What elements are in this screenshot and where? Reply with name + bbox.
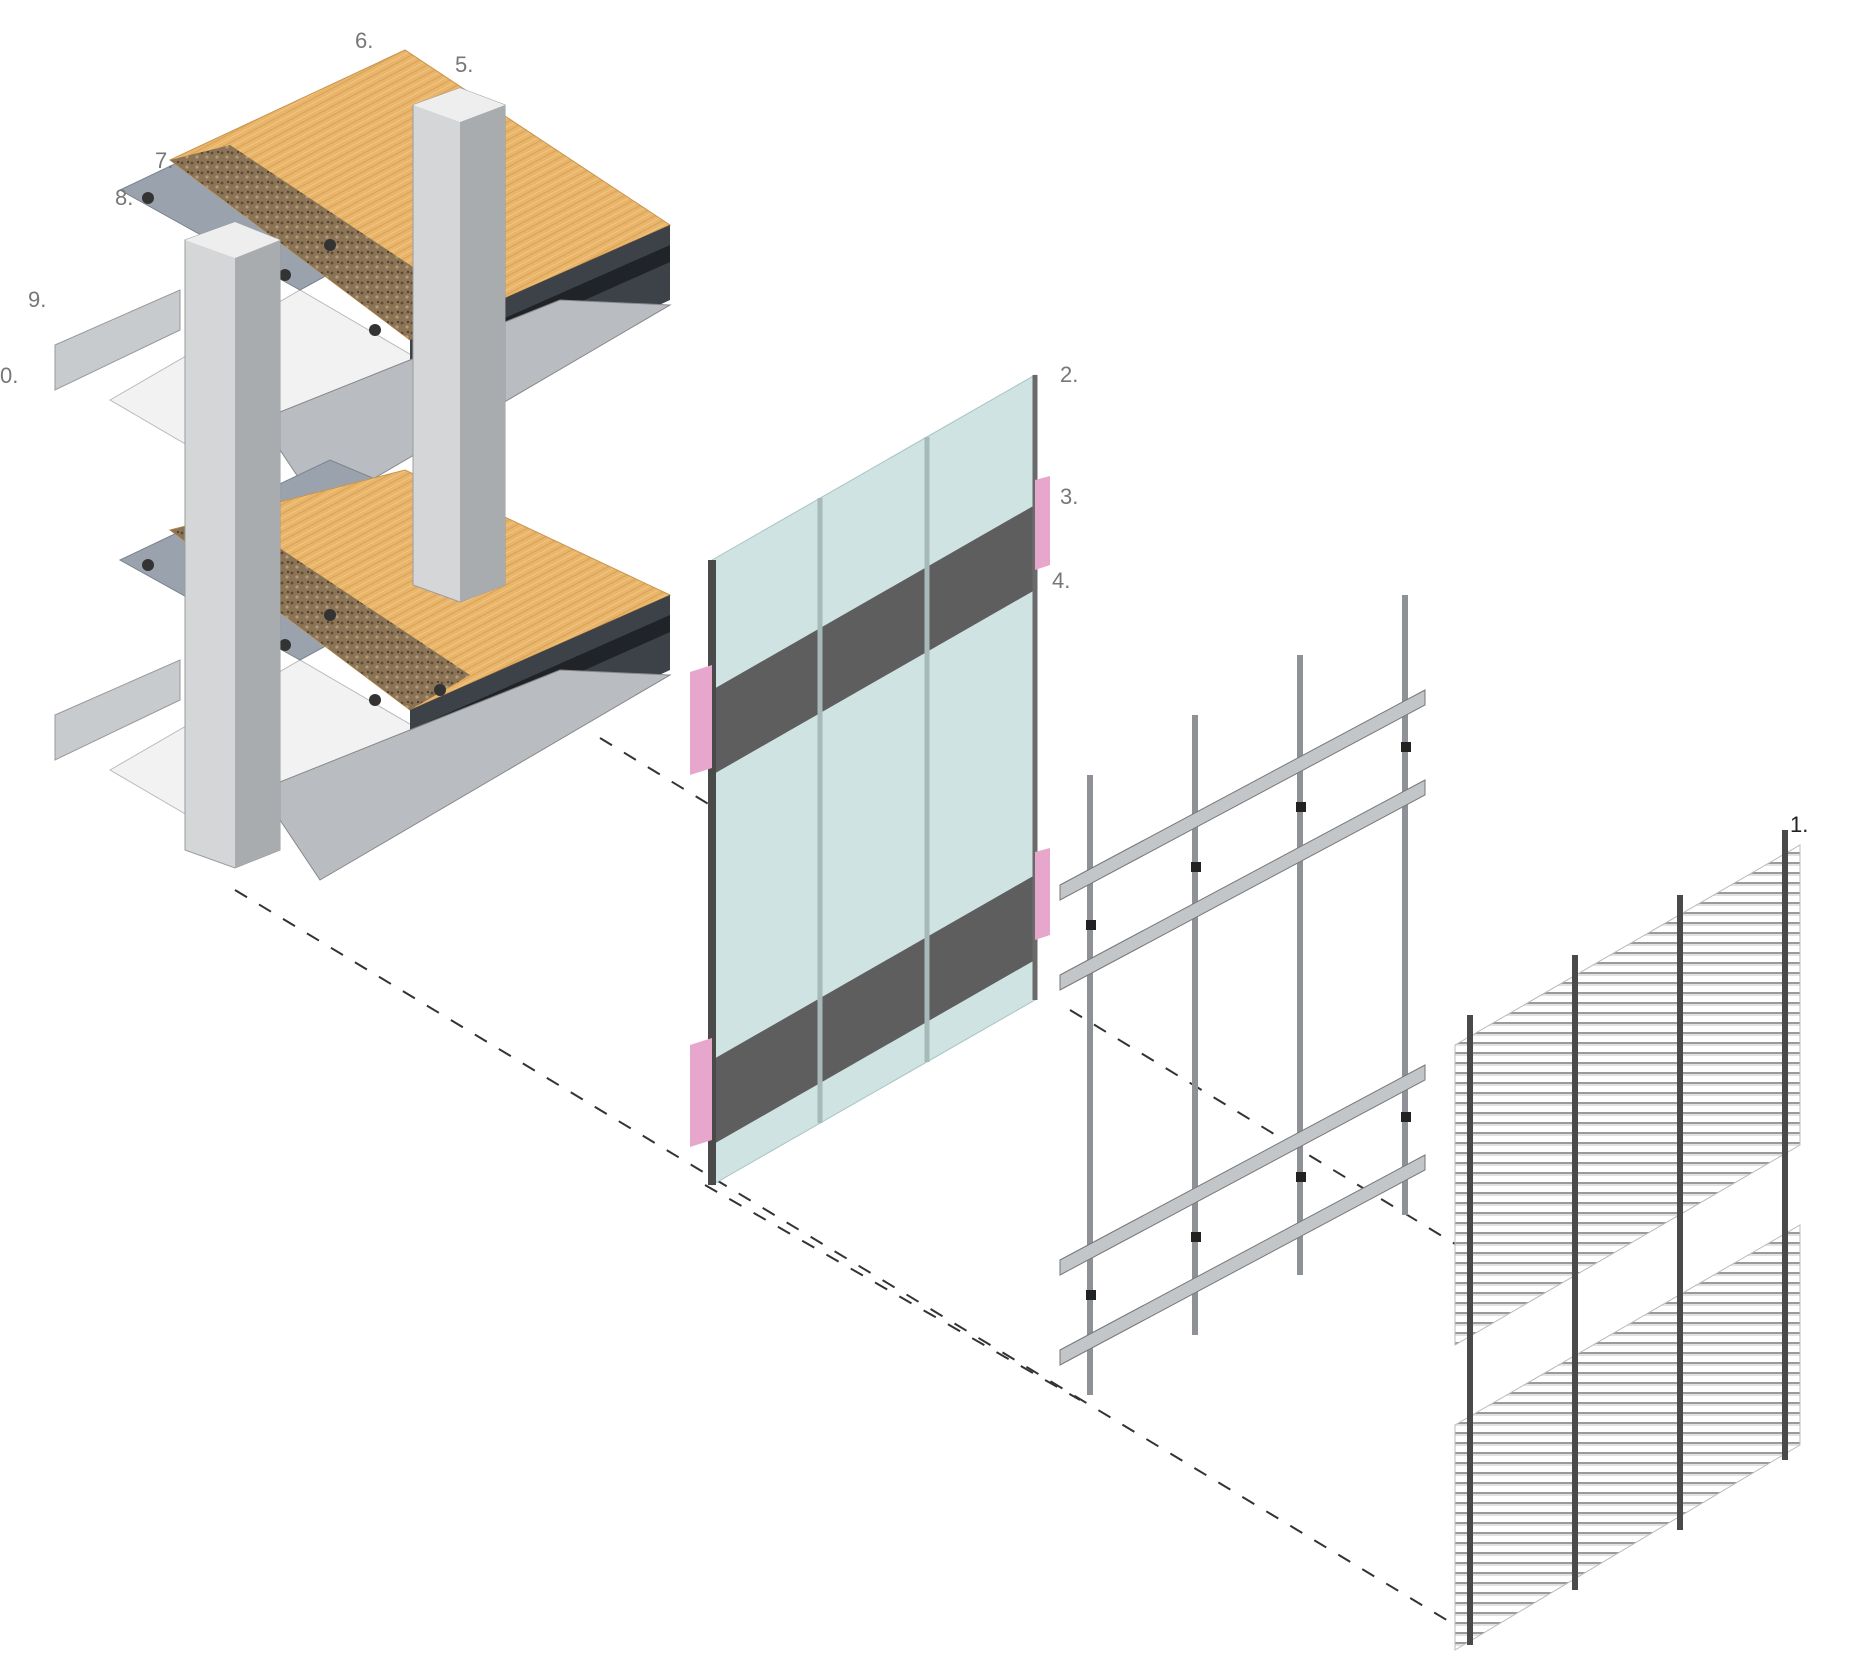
subframe-brackets xyxy=(1086,742,1411,1300)
callout-4: 4. xyxy=(1052,568,1071,593)
lower-floor-level xyxy=(54,459,672,881)
upper-gravel-layer xyxy=(170,145,470,340)
projection-line-slab xyxy=(599,737,716,809)
steel-column-front xyxy=(184,221,281,869)
rail-2 xyxy=(1059,779,1426,991)
insulation-pad-4 xyxy=(1035,848,1050,940)
callout-8: 8. xyxy=(115,185,134,210)
lower-steel-beam xyxy=(259,669,672,881)
callout-9: 9. xyxy=(28,287,47,312)
floor-structure-assembly xyxy=(54,49,672,881)
spandrel-panel-upper xyxy=(712,505,1035,775)
callout-1: 1. xyxy=(1790,812,1809,837)
callout-5: 5. xyxy=(455,52,474,77)
louvre-panel-upper xyxy=(1454,844,1801,1346)
insulation-pad-3 xyxy=(1035,476,1050,570)
callout-6: 6. xyxy=(355,28,374,53)
insulation-pad-1 xyxy=(690,665,712,775)
callout-7: 7. xyxy=(155,148,174,173)
insulation-pad-2 xyxy=(690,1038,712,1147)
rail-4 xyxy=(1059,1154,1426,1366)
upper-side-beam xyxy=(54,289,181,391)
projection-line-bottom xyxy=(234,889,1456,1626)
projection-line-curtain xyxy=(704,1184,1081,1401)
subframe-posts xyxy=(1087,595,1408,1395)
upper-floor-level xyxy=(54,49,672,511)
subframe-rails xyxy=(1059,689,1426,1366)
curtain-wall-panel xyxy=(690,374,1050,1186)
callout-2: 2. xyxy=(1060,362,1079,387)
spandrel-panel-lower xyxy=(712,875,1035,1145)
louvre-mullions xyxy=(1467,830,1788,1645)
facade-subframe xyxy=(1059,595,1426,1395)
louvre-screen xyxy=(1454,830,1801,1651)
lower-side-beam xyxy=(54,659,181,761)
callout-10: 0. xyxy=(0,363,19,388)
rail-3 xyxy=(1059,1064,1426,1276)
projection-line-mid xyxy=(1069,1009,1466,1251)
callout-3: 3. xyxy=(1060,484,1079,509)
curtain-wall-mullions xyxy=(817,437,930,1123)
steel-column-rear xyxy=(412,87,506,603)
rail-1 xyxy=(1059,689,1426,901)
projection-lines xyxy=(234,737,1466,1626)
louvre-panel-lower xyxy=(1454,1224,1801,1651)
